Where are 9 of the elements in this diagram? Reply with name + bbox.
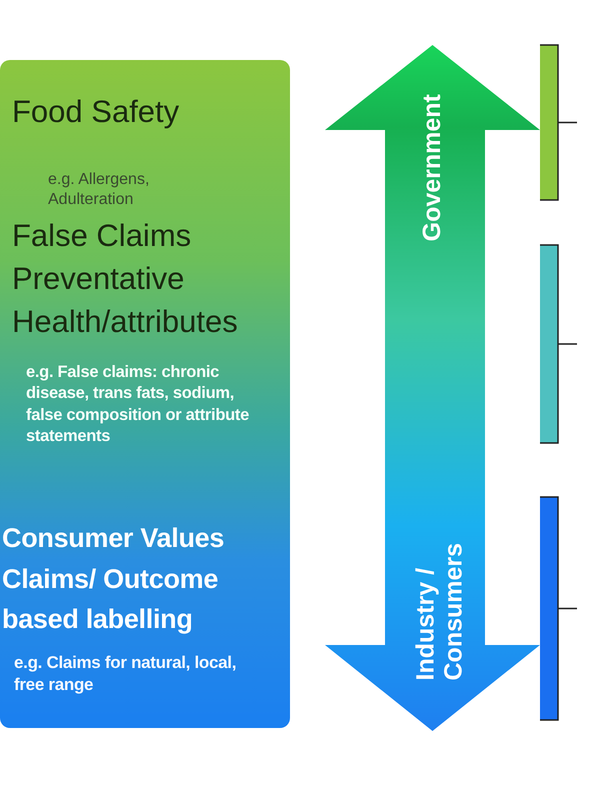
arrow-label: Government [418,94,446,242]
gradient-panel [0,60,290,728]
section-heading: False Claims Preventative Health/attributes [12,217,239,341]
section-heading: Consumer Values Claims/ Outcome based labelling [2,522,226,636]
example-text: e.g. Allergens, Adulteration [48,170,150,210]
example-text: e.g. Claims for natural, local, free range [14,652,238,696]
example-text: e.g. False claims: chronic disease, trans fats, sodium, false composition or attribute statements [26,362,250,448]
arrow-label: Industry / Consumers [412,541,468,680]
section-heading: Food Safety [12,94,180,130]
